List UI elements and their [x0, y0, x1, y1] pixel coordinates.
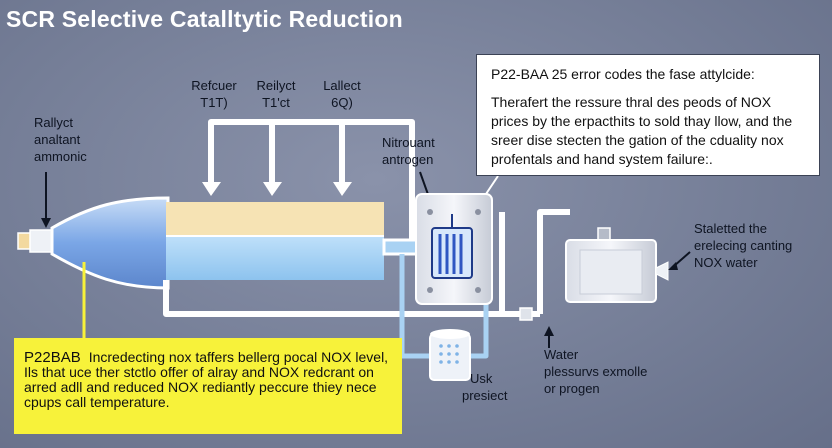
- label-tank: Usk presiect: [462, 370, 508, 404]
- yellow-box-code: P22BAB: [24, 349, 81, 366]
- outlet-pipe: [382, 238, 422, 256]
- error-code-callout: P22-BAA 25 error codes the fase attylcid…: [476, 54, 820, 176]
- label-output-line-2: erelecing canting: [694, 238, 793, 253]
- label-reducer-name: Refcuer: [191, 78, 237, 93]
- label-collect-name: Lallect: [323, 78, 361, 93]
- label-nitrogen-line-1: Nitrouant: [382, 135, 435, 150]
- label-ammonia-line-3: ammonic: [34, 149, 87, 164]
- label-nitrogen-line-2: antrogen: [382, 152, 434, 167]
- ammonia-pointer: [41, 172, 51, 228]
- label-tank-line-2: presiect: [462, 388, 508, 403]
- label-tank-line-1: Usk: [470, 371, 493, 386]
- label-collect: Lallect 6Q): [312, 77, 372, 111]
- down-arrow-icon: [202, 182, 352, 196]
- label-output-line-1: Staletted the: [694, 221, 767, 236]
- label-catalyst-name: Reilyct: [256, 78, 296, 93]
- page-title: SCR Selective Catalltytic Reduction: [6, 6, 403, 32]
- label-water-line-2: plessurvs exmolle: [544, 364, 648, 379]
- label-ammonia-line-1: Rallyct: [34, 115, 74, 130]
- callout-body: Therafert the ressure thral des peods of…: [491, 94, 793, 167]
- label-ammonia-line-2: analtant: [34, 132, 81, 147]
- tank-icon: [429, 329, 471, 381]
- feed-pipe: [208, 119, 415, 250]
- label-nitrogen: Nitrouant antrogen: [382, 134, 435, 168]
- sensor-icon: [519, 227, 611, 321]
- output-arrow: [668, 251, 691, 270]
- label-water-line-1: Water: [544, 347, 579, 362]
- water-lines: [399, 254, 489, 359]
- label-ammonia: Rallyct analtant ammonic: [34, 114, 87, 165]
- label-output-line-3: NOX water: [694, 255, 758, 270]
- filter-icon: [415, 193, 493, 305]
- inlet-cone: [50, 196, 170, 290]
- water-pointer: [544, 326, 554, 348]
- label-catalyst-value: T1'ct: [262, 95, 290, 110]
- label-collect-value: 6Q): [331, 95, 353, 110]
- output-unit: [565, 239, 669, 303]
- label-reducer-value: T1T): [200, 95, 228, 110]
- label-water: Water plessurvs exmolle or progen: [544, 346, 647, 397]
- yellow-box-text: Incredecting nox taffers bellerg pocal N…: [24, 349, 389, 410]
- label-water-line-3: or progen: [544, 381, 600, 396]
- nozzle-icon: [17, 229, 53, 253]
- return-pipe: [163, 209, 570, 317]
- catalyst-chamber: [166, 202, 384, 280]
- label-output: Staletted the erelecing canting NOX wate…: [694, 220, 792, 271]
- callout-heading: P22-BAA 25 error codes the fase attylcid…: [491, 66, 755, 82]
- label-catalyst: Reilyct T1'ct: [246, 77, 306, 111]
- label-reducer: Refcuer T1T): [184, 77, 244, 111]
